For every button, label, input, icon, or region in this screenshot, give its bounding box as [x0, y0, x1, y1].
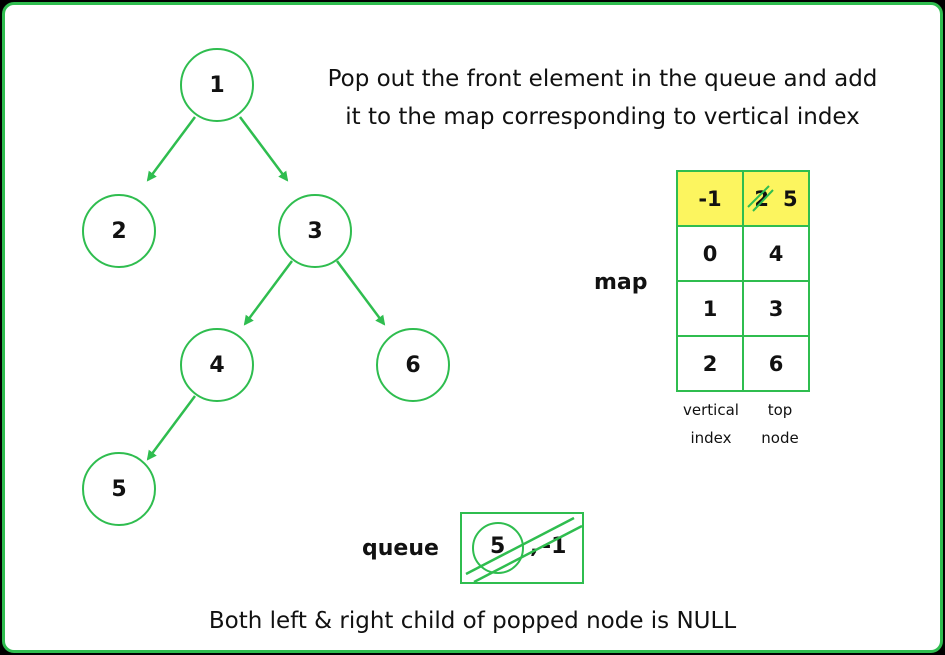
map-new-value: 5 — [783, 186, 798, 211]
map-index-cell: 1 — [676, 280, 744, 337]
queue-title: queue — [362, 536, 439, 561]
tree-node-4: 4 — [180, 328, 254, 402]
tree-node-label: 1 — [209, 72, 225, 98]
col-label-line: top — [767, 401, 793, 419]
tree-node-5: 5 — [82, 452, 156, 526]
queue-separator: , — [530, 534, 539, 559]
map-row: 1 3 — [676, 280, 810, 337]
tree-node-6: 6 — [376, 328, 450, 402]
map-index-cell: 2 — [676, 335, 744, 392]
queue-node-circle — [472, 522, 524, 574]
edge-1-2 — [146, 116, 197, 182]
tree-node-3: 3 — [278, 194, 352, 268]
caption-bottom: Both left & right child of popped node i… — [208, 608, 737, 634]
map-table: -1 2 5 0 4 1 3 2 6 — [676, 170, 810, 392]
strike-icon — [747, 184, 775, 212]
tree-node-label: 6 — [405, 352, 421, 378]
col-label-line: node — [761, 429, 799, 447]
map-col-label-index: vertical index — [672, 396, 750, 452]
queue-strike-icon — [465, 516, 583, 584]
tree-node-label: 2 — [111, 218, 127, 244]
map-node-cell: 2 5 — [742, 170, 810, 227]
queue-index-value: -1 — [542, 534, 567, 559]
edge-1-3 — [238, 116, 289, 182]
caption-top-line-2: it to the map corresponding to vertical … — [345, 104, 860, 130]
map-row: 0 4 — [676, 225, 810, 282]
map-node-cell: 3 — [742, 280, 810, 337]
map-index-cell: -1 — [676, 170, 744, 227]
col-label-line: index — [690, 429, 732, 447]
queue-node-value: 5 — [490, 534, 506, 559]
col-label-line: vertical — [683, 401, 739, 419]
map-node-cell: 6 — [742, 335, 810, 392]
map-row: 2 6 — [676, 335, 810, 392]
queue-box: 5 , -1 — [460, 512, 584, 584]
map-title: map — [594, 270, 648, 295]
tree-node-2: 2 — [82, 194, 156, 268]
map-index-cell: 0 — [676, 225, 744, 282]
caption-top-line-1: Pop out the front element in the queue a… — [327, 66, 878, 92]
tree-node-label: 3 — [307, 218, 323, 244]
edge-4-5 — [146, 395, 197, 461]
tree-node-label: 4 — [209, 352, 225, 378]
map-node-cell: 4 — [742, 225, 810, 282]
map-row: -1 2 5 — [676, 170, 810, 227]
map-col-label-node: top node — [745, 396, 815, 452]
tree-node-label: 5 — [111, 476, 127, 502]
caption-top: Pop out the front element in the queue a… — [310, 60, 895, 136]
edge-3-6 — [335, 260, 386, 326]
tree-node-1: 1 — [180, 48, 254, 122]
edge-3-4 — [243, 260, 294, 326]
